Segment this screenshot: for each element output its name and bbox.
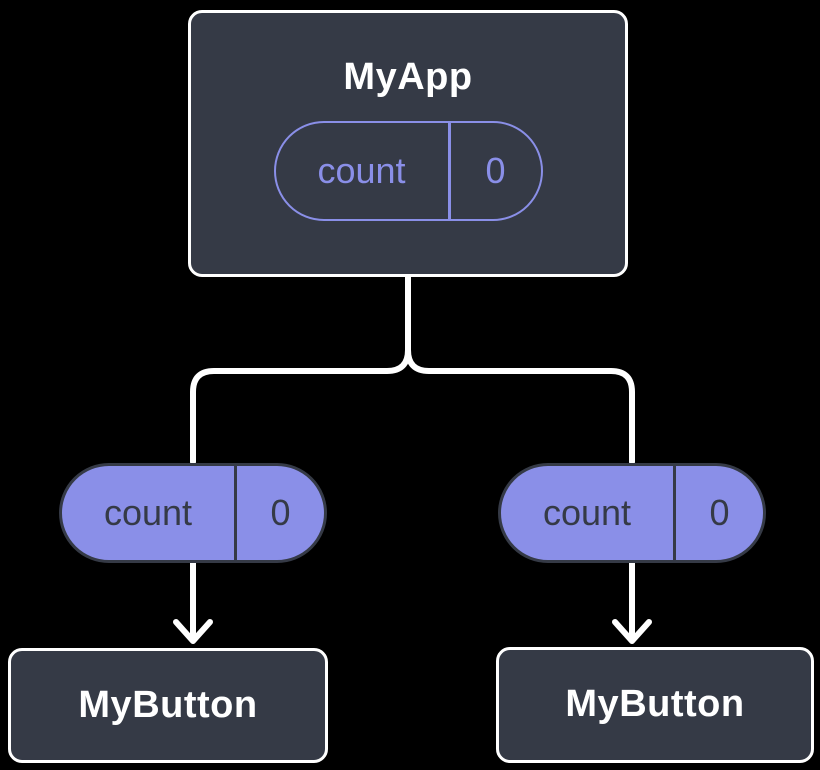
state-name: count xyxy=(317,149,406,191)
prop-pill-left: count 0 xyxy=(59,463,327,563)
state-value: 0 xyxy=(485,149,506,191)
component-node-mybutton-left: MyButton xyxy=(8,648,328,763)
component-title-mybutton-left: MyButton xyxy=(78,683,258,726)
prop-name: count xyxy=(542,492,632,533)
component-node-mybutton-right: MyButton xyxy=(496,647,814,763)
arrow-head-left-icon xyxy=(173,619,213,644)
state-pill-myapp: count 0 xyxy=(273,120,543,221)
prop-name: count xyxy=(103,492,193,533)
pill-divider xyxy=(447,122,451,219)
pill-divider xyxy=(673,466,676,560)
component-node-myapp: MyApp count 0 xyxy=(188,10,628,277)
prop-pill-right: count 0 xyxy=(498,463,766,563)
branch-line-left xyxy=(190,269,411,465)
prop-value: 0 xyxy=(270,492,291,533)
component-title-mybutton-right: MyButton xyxy=(565,683,745,726)
component-title-myapp: MyApp xyxy=(343,56,473,98)
arrow-head-right-icon xyxy=(612,619,652,644)
pill-divider xyxy=(234,466,237,560)
prop-value: 0 xyxy=(709,492,730,533)
branch-line-right xyxy=(405,269,635,465)
